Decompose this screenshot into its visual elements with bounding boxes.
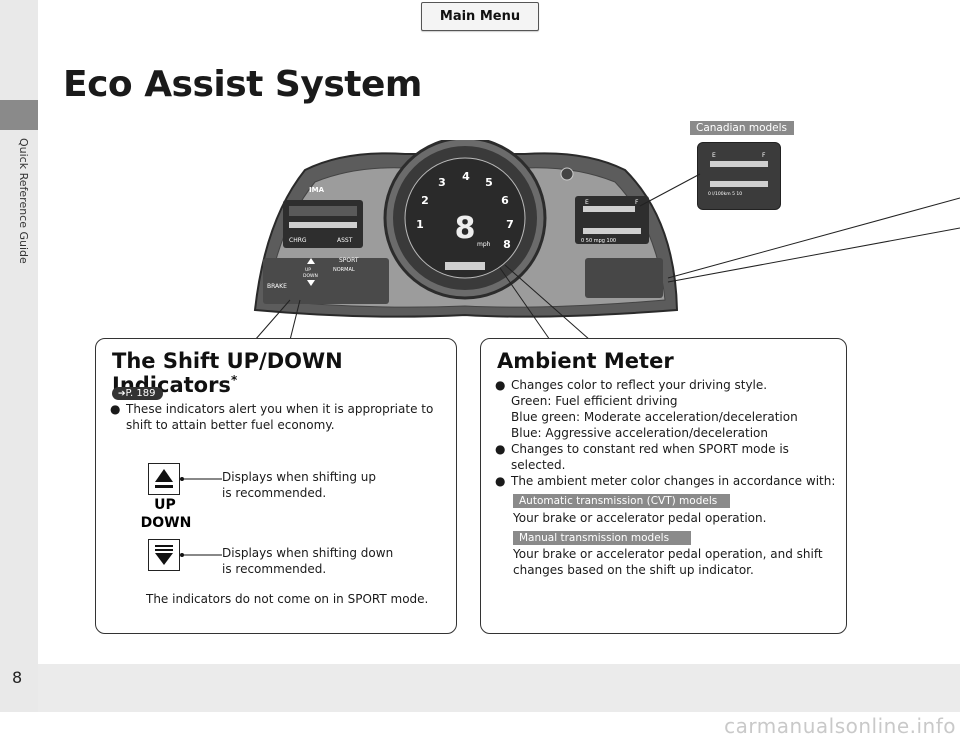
gauge-num-4: 4 [462,170,470,183]
speed-digit: 8 [455,211,476,246]
fuel-f-label: F [635,199,639,206]
shift-bullet: These indicators alert you when it is ap… [110,401,456,433]
fuel-e-label: E [585,199,589,206]
canadian-fuel-inset: E F 0 l/100km 5 10 [697,142,781,210]
inset-f-label: F [762,152,766,159]
up-label: UP [154,497,176,513]
ambient-bullets: Changes color to reflect your driving st… [495,377,840,489]
ambient-heading: Ambient Meter [497,349,674,373]
brake-label: BRAKE [267,283,287,290]
instrument-panel-illustration: CHRG ASST IMA BRAKE SPORT NORMAL UP DOWN… [253,140,679,318]
watermark: carmanualsonline.info [724,714,956,738]
side-tab[interactable] [0,100,38,130]
sidebar-section-label: Quick Reference Guide [17,138,30,264]
gauge-num-8: 8 [503,238,511,251]
page-number: 8 [12,668,23,687]
cvt-models-tag: Automatic transmission (CVT) models [513,494,730,508]
shift-page-ref[interactable]: ➔P. 189 [112,381,164,400]
gauge-num-7: 7 [506,218,514,231]
ambient-bullet-1: Changes color to reflect your driving st… [495,377,840,441]
shift-down-indicator [148,539,180,571]
cvt-text: Your brake or accelerator pedal operatio… [513,511,767,525]
footer-band [38,664,960,712]
dash-up-label: UP [305,267,311,273]
gauge-num-2: 2 [421,194,429,207]
ambient-bullet-2: Changes to constant red when SPORT mode … [495,441,840,473]
canadian-models-tag: Canadian models [690,121,794,135]
shift-up-indicator [148,463,180,495]
dash-down-label: DOWN [303,273,318,279]
gauge-num-1: 1 [416,218,424,231]
ima-label: IMA [309,186,325,194]
page-title: Eco Assist System [63,64,422,105]
gauge-num-3: 3 [438,176,446,189]
ambient-meter-panel: Ambient Meter Changes color to reflect y… [480,338,847,634]
ambient-bullet-3: The ambient meter color changes in accor… [495,473,840,489]
shift-ref-text: P. 189 [125,388,156,399]
inset-e-label: E [712,152,716,159]
inset-scale-label: 0 l/100km 5 10 [708,191,742,197]
main-menu-button[interactable]: Main Menu [421,2,539,31]
sport-label: SPORT [339,257,359,264]
gauge-num-5: 5 [485,176,493,189]
shift-indicators-panel: The Shift UP/DOWN Indicators* ➔P. 189 Th… [95,338,457,634]
chrg-label: CHRG [289,237,307,244]
manual-models-tag: Manual transmission models [513,531,691,545]
mph-label: mph [477,241,491,248]
normal-label: NORMAL [333,267,355,273]
manual-text: Your brake or accelerator pedal operatio… [513,547,823,577]
mpg-scale-label: 0 50 mpg 100 [581,238,616,244]
sport-mode-note: The indicators do not come on in SPORT m… [146,592,429,606]
shift-asterisk: * [230,373,238,387]
down-label: DOWN [140,515,192,531]
gauge-num-6: 6 [501,194,509,207]
shift-heading: The Shift UP/DOWN Indicators* [112,349,343,397]
asst-label: ASST [337,237,353,244]
